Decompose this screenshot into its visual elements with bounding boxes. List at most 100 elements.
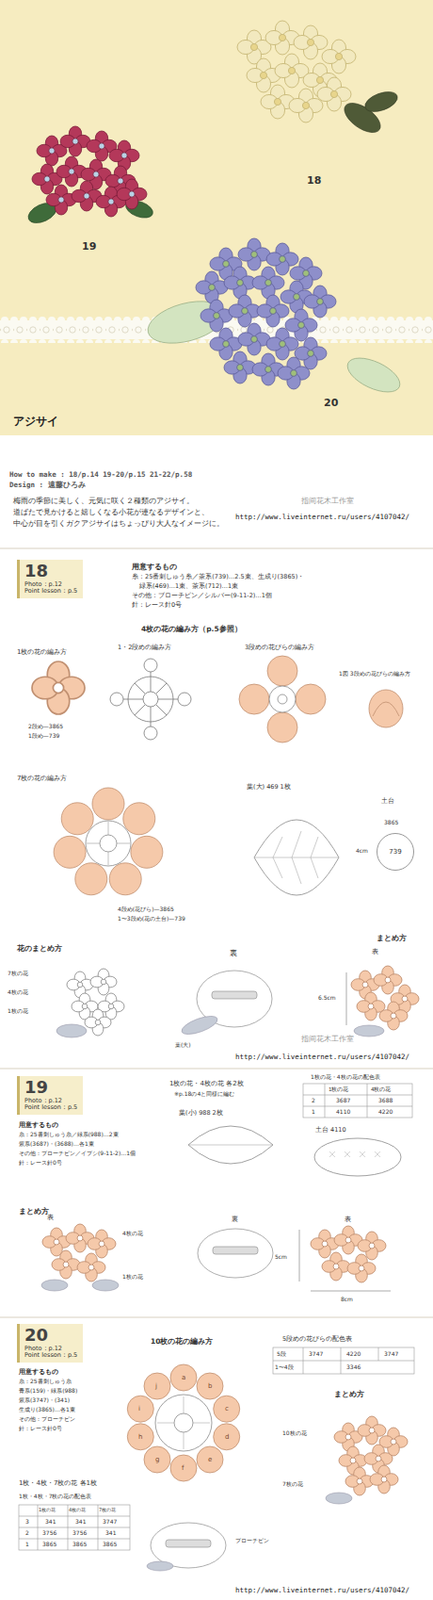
annotation-label: 1 [25,1539,30,1547]
art-shape [254,830,339,883]
chart-18 [32,655,419,1037]
annotation-label: 1枚の花・4枚の花の配色表 [310,1073,381,1080]
art-shape [116,178,147,209]
art-shape [46,184,77,215]
art-shape [200,299,233,332]
annotation-label: 7枚の花 [282,1479,304,1487]
art-shape [109,862,142,895]
art-shape [108,850,110,865]
art-shape [359,1150,366,1156]
annotation-label: 341 [75,1517,86,1524]
art-shape [109,140,140,171]
art-shape [238,322,271,355]
art-shape [303,1082,413,1117]
art-shape [310,856,319,878]
annotation-label: http://www.liveinternet.ru/users/4107042… [235,1052,410,1061]
art-shape [51,1249,81,1278]
art-shape [61,801,94,834]
art-shape [196,1444,224,1472]
section-rules [0,547,433,1316]
annotation-label: 20 [323,397,338,410]
art-shape [90,967,117,995]
art-shape [183,1395,185,1412]
art-shape [334,1421,363,1450]
art-shape [340,1346,342,1373]
art-shape [239,655,326,742]
art-shape [224,266,257,299]
art-shape [334,1414,408,1494]
annotation-label: 梅雨の季節に美しく、元気に咲く２種類のアジサイ。 [13,497,194,506]
art-shape [146,1559,174,1570]
art-shape [195,271,228,304]
section-header: 19Photo：p.12Point lesson：p.5 [16,1074,83,1114]
annotation-label: 道ばたで見かけると嬉しくなる小花が連なるデザインと、 [13,508,209,517]
art-shape [150,705,152,726]
art-shape [347,1252,376,1282]
art-shape [155,1393,212,1450]
annotation-label: ※p.18の4と同様に編む [174,1090,235,1097]
art-shape [310,1289,391,1291]
annotation-label: 1枚の花の編み方 [16,647,67,656]
art-shape [359,1150,366,1156]
annotation-label: 表 [371,946,379,955]
art-shape [92,786,125,819]
art-shape [272,1346,415,1373]
annotation-label: 1枚の花 [122,1272,144,1280]
art-shape [367,1082,369,1117]
art-shape [108,820,110,834]
annotation-label: 糸：25番刺しゅう糸 [18,1377,72,1384]
annotation-label: 1枚の花 [328,1085,350,1091]
art-shape [144,657,158,672]
art-shape [144,1444,171,1472]
annotation-label: 表 [344,1214,352,1222]
art-shape [67,1503,69,1549]
art-shape [345,1465,374,1494]
art-shape [254,856,339,858]
annotation-label: How to make : 18/p.14 19-20/p.15 21-22/p… [9,470,193,480]
color-number: 739 [388,847,401,855]
annotation-label: 1枚の花・4枚の花 各2枚 [169,1078,244,1087]
annotation-label: 4枚の花の編み方（p.5参照） [141,625,242,634]
annotation-label: b [208,1380,212,1389]
annotation-label: 裏 [229,948,238,958]
annotation-label: 葉(小) 988 2枚 [178,1108,224,1116]
art-shape [329,1150,336,1156]
art-shape [157,1395,210,1448]
annotation-label: 用意するもの [18,1120,59,1128]
annotation-label: 3688 [378,1096,393,1104]
annotation-label: 1枚・4枚・7枚の花 各1枚 [18,1477,97,1486]
art-shape [362,87,401,115]
annotation-label: 341 [45,1517,56,1524]
art-shape [324,1082,326,1117]
annotation-label: 4220 [378,1107,393,1115]
art-shape [325,1491,353,1503]
annotation-label: 1・2段めの編み方 [117,643,172,651]
art-shape [18,1503,130,1549]
art-shape [97,1503,99,1549]
page-reference: Point lesson：p.5 [24,1103,78,1110]
art-shape [86,842,100,844]
art-shape [143,293,405,400]
art-shape [260,84,295,119]
art-shape [144,1371,171,1398]
art-shape [285,308,318,341]
annotation-label: 針：レース針0号 [131,601,182,609]
annotation-label: 5段めの花びらの配色表 [282,1334,353,1342]
annotation-label: 3756 [42,1528,57,1536]
art-shape [32,126,147,217]
art-shape [213,1422,241,1449]
art-shape [310,1224,386,1282]
page-reference: Photo：p.12 [24,580,78,588]
art-shape [134,704,145,715]
art-shape [353,1024,385,1036]
art-shape [379,1000,408,1029]
annotation-label: 7枚の花 [98,1506,116,1512]
art-shape [179,1011,220,1038]
art-shape [196,1371,224,1398]
art-shape [256,294,289,327]
annotation-label: 用意するもの [18,1366,59,1375]
art-shape [291,856,302,883]
annotation-label: 生成り(3865)…各1束 [18,1405,76,1412]
art-shape [110,657,192,739]
annotation-label: 4枚の花 [68,1506,86,1512]
